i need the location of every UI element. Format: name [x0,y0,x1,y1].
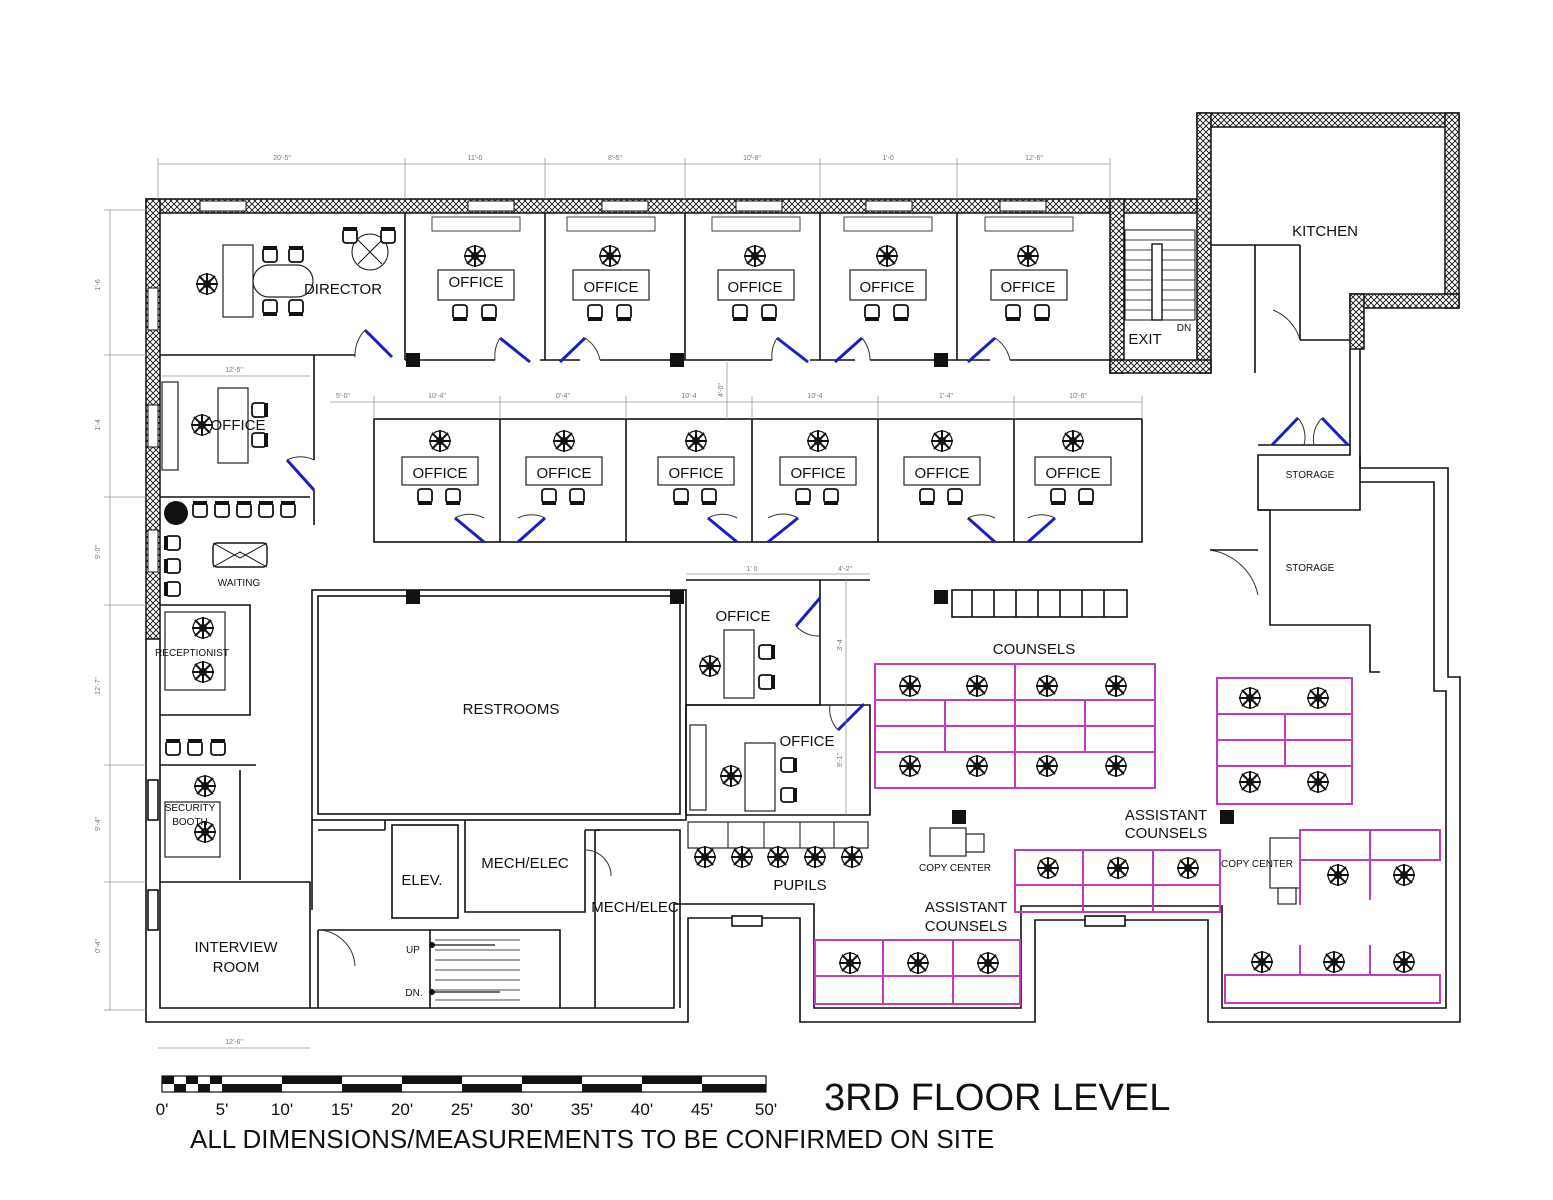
dim-mid-6: 1'-4" [939,393,953,400]
dim-top-2: 11'-0 [468,155,483,162]
scale-label-0: 0' [156,1100,169,1119]
label-office-m2: OFFICE [537,465,592,482]
filing-cabinets [951,589,1128,618]
label-office-m5: OFFICE [915,465,970,482]
dim-misc-6: 9'-1" [837,753,844,767]
label-office-t4: OFFICE [860,279,915,296]
label-assistant-2a: ASSISTANT [925,899,1007,916]
label-pupils: PUPILS [773,877,826,894]
label-interview-1: INTERVIEW [194,939,278,956]
dim-misc-7: 4'-0" [718,383,725,397]
scale-label-50: 50' [755,1100,777,1119]
dimension-texts: 20'-5" 11'-0 8'-5" 10'-8" 1'-0 12'-6" 5'… [95,155,1087,1046]
label-office-s2: OFFICE [780,733,835,750]
dim-misc-2: 12'-6" [225,1039,243,1046]
dim-mid-2: 10'-4" [428,393,446,400]
scale-label-20: 20' [391,1100,413,1119]
dim-top-6: 12'-6" [1025,155,1043,162]
dim-left-3: 9'-0" [95,545,102,559]
dim-left-1: 1'-6 [95,279,102,291]
interior-walls [160,213,1361,1008]
dimension-lines [104,158,1143,1049]
dim-top-4: 10'-8" [743,155,761,162]
dim-left-4: 12'-7" [95,677,102,695]
label-office-m4: OFFICE [791,465,846,482]
label-office-s1: OFFICE [716,608,771,625]
site-note: ALL DIMENSIONS/MEASUREMENTS TO BE CONFIR… [190,1124,994,1154]
label-stair-up: UP [406,945,420,956]
scale-label-10: 10' [271,1100,293,1119]
label-interview-2: ROOM [213,959,260,976]
label-director: DIRECTOR [304,281,382,298]
label-security-2: BOOTH [172,817,208,828]
label-security-1: SECURITY [165,803,216,814]
page-title: 3RD FLOOR LEVEL [824,1077,1170,1119]
label-office-left: OFFICE [211,417,266,434]
scale-label-25: 25' [451,1100,473,1119]
label-counsels: COUNSELS [993,641,1076,658]
dim-top-1: 20'-5" [273,155,291,162]
dim-misc-4: 4'-2" [838,566,852,573]
dim-mid-5: 10'-4 [807,393,822,400]
label-elevator: ELEV. [401,872,442,889]
label-office-m3: OFFICE [669,465,724,482]
label-exit-dn: DN [1177,323,1191,334]
office-furniture [161,217,1301,1001]
dim-mid-4: 10'-4 [681,393,696,400]
scale-label-45: 45' [691,1100,713,1119]
label-assistant-1a: ASSISTANT [1125,807,1207,824]
dim-left-6: 0'-4" [95,939,102,953]
dim-misc-1: 12'-5" [225,367,243,374]
label-assistant-2b: COUNSELS [925,918,1008,935]
dim-top-5: 1'-0 [882,155,894,162]
label-kitchen: KITCHEN [1292,223,1358,240]
room-labels: DIRECTOR OFFICE OFFICE OFFICE OFFICE OFF… [155,223,1358,999]
scale-label-30: 30' [511,1100,533,1119]
label-stair-dn: DN. [405,988,422,999]
scale-label-40: 40' [631,1100,653,1119]
label-office-t1: OFFICE [449,274,504,291]
dim-left-2: 1'-4 [95,419,102,431]
label-restrooms: RESTROOMS [463,701,560,718]
label-office-m1: OFFICE [413,465,468,482]
doors [285,309,1350,967]
dim-top-3: 8'-5" [608,155,622,162]
scale-bar: 0' 5' 10' 15' 20' 25' 30' 35' 40' 45' 50… [156,1075,777,1119]
dim-misc-5: 3'-4 [837,639,844,651]
cubicles [814,663,1441,1005]
label-office-t5: OFFICE [1001,279,1056,296]
label-copy-center-1: COPY CENTER [919,863,991,874]
label-office-t3: OFFICE [728,279,783,296]
label-mech-elec-1: MECH/ELEC [481,855,569,872]
label-mech-elec-2: MECH/ELEC [591,899,679,916]
scale-label-15: 15' [331,1100,353,1119]
dim-misc-3: 1' 0 [746,566,757,573]
columns [406,353,1234,824]
dim-mid-7: 10'-6" [1069,393,1087,400]
label-copy-center-2: COPY CENTER [1221,859,1293,870]
label-exit: EXIT [1128,331,1161,348]
label-storage-2: STORAGE [1286,563,1335,574]
label-waiting: WAITING [218,578,261,589]
scale-label-5: 5' [216,1100,229,1119]
label-assistant-1b: COUNSELS [1125,825,1208,842]
label-storage-1: STORAGE [1286,470,1335,481]
label-office-m6: OFFICE [1046,465,1101,482]
dim-left-5: 9'-4" [95,817,102,831]
dim-mid-3: 0'-4" [556,393,570,400]
dim-mid-1: 5'-0" [336,393,350,400]
scale-label-35: 35' [571,1100,593,1119]
label-office-t2: OFFICE [584,279,639,296]
exterior-walls [145,112,1460,640]
label-receptionist: RECEPTIONIST [155,648,229,659]
exterior-outline [145,349,1461,1023]
